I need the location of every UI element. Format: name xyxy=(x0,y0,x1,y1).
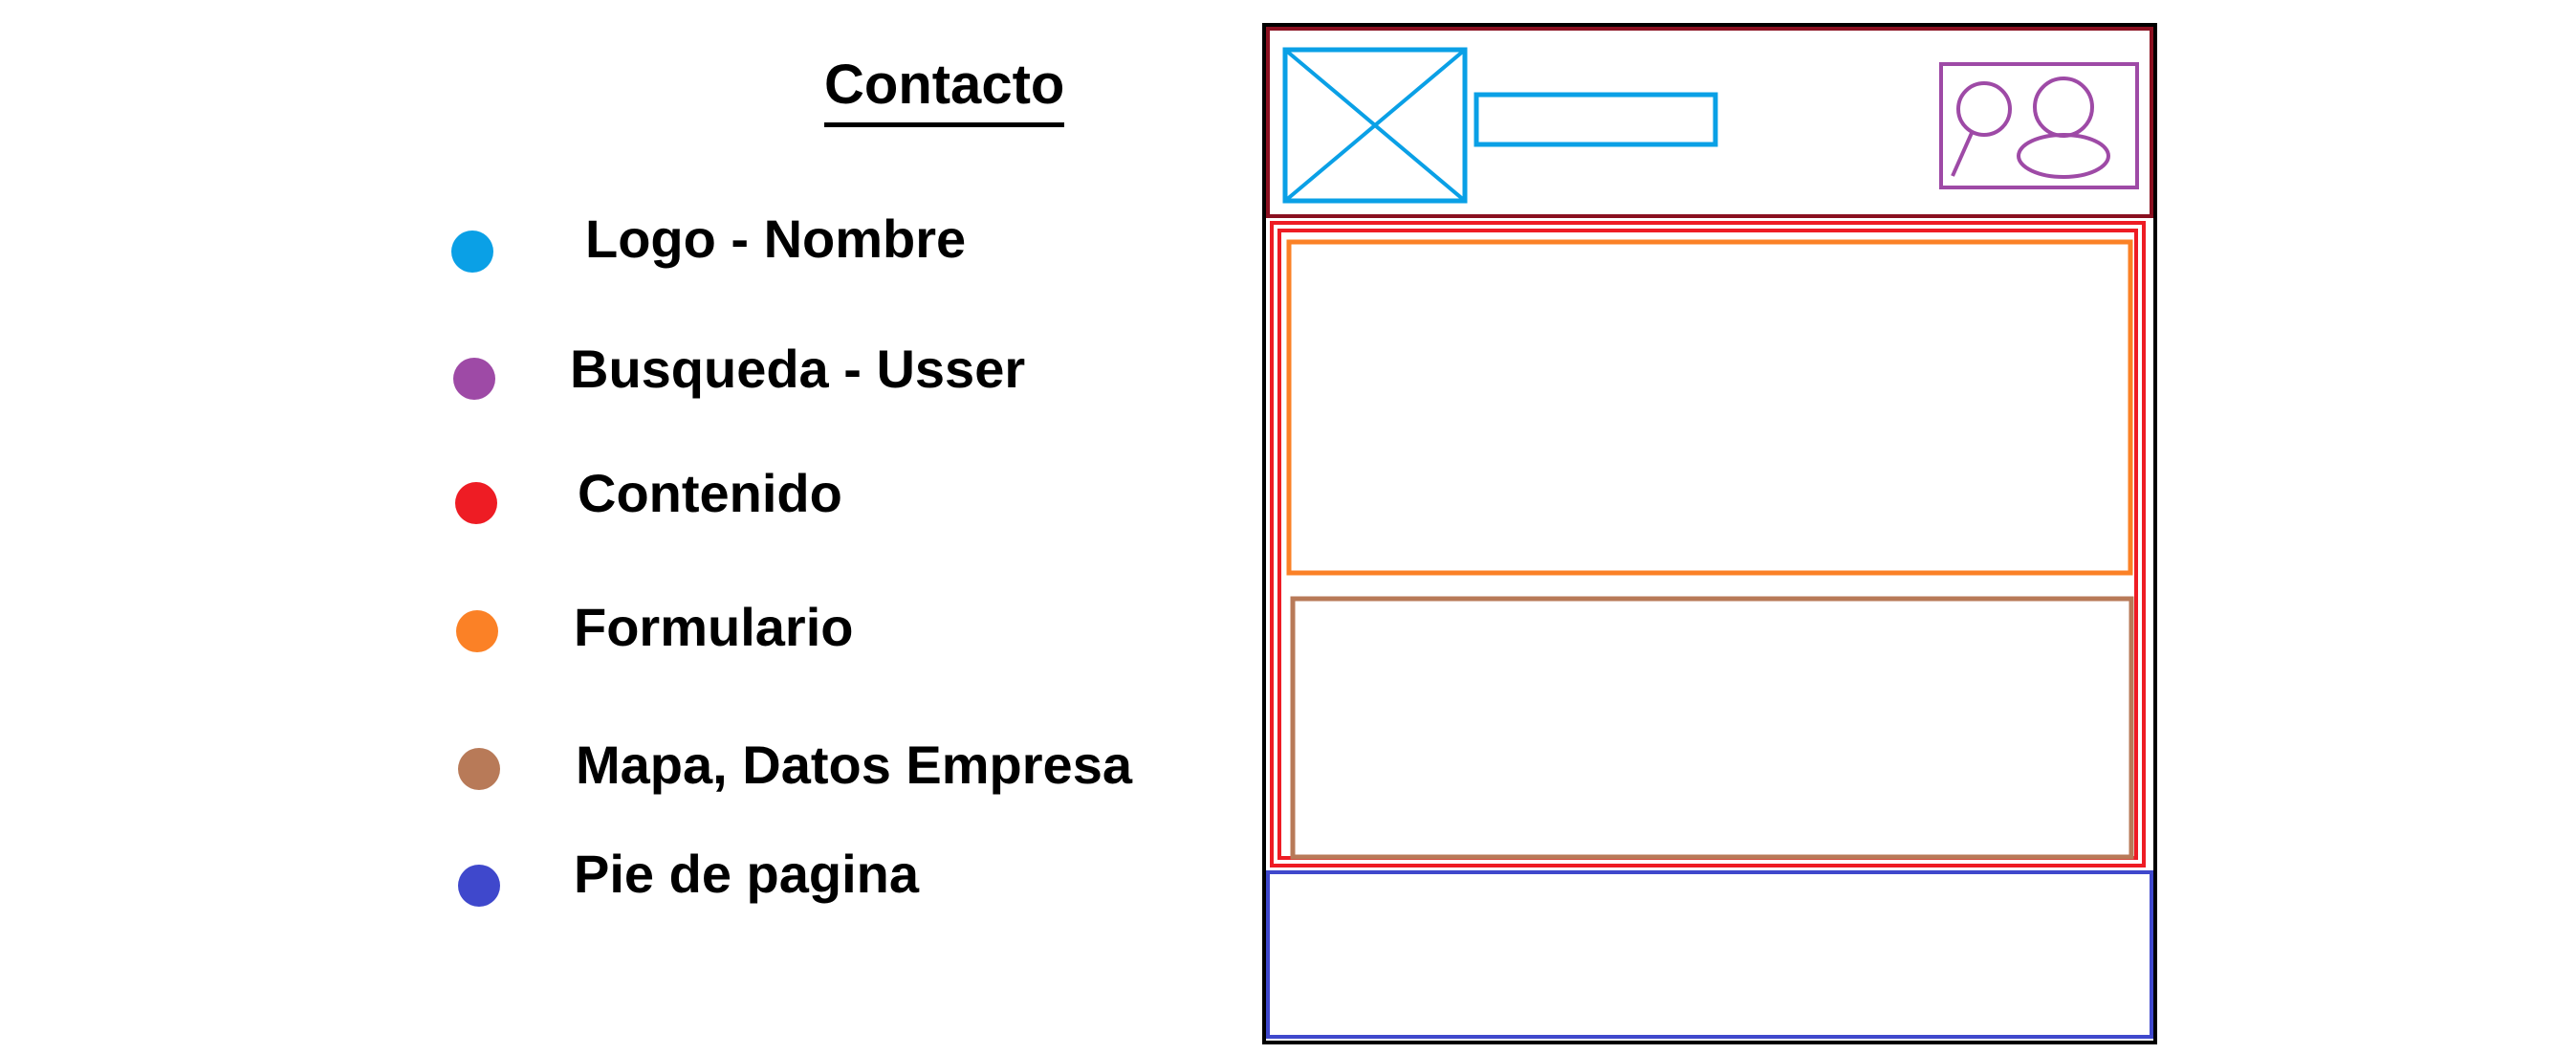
legend-label-busqueda-usser: Busqueda - Usser xyxy=(570,339,1026,399)
legend-label-formulario: Formulario xyxy=(574,597,854,657)
legend-dot-mapa-datos-empresa xyxy=(458,748,500,790)
legend-item-contenido: Contenido xyxy=(0,461,1243,538)
page-frame xyxy=(1262,23,2157,1044)
legend-item-mapa-datos-empresa: Mapa, Datos Empresa xyxy=(0,733,1243,809)
image-placeholder-icon xyxy=(1282,47,1468,204)
name-bar xyxy=(1474,92,1718,147)
map-box xyxy=(1290,596,2134,860)
search-icon xyxy=(1951,81,2012,177)
legend-dot-pie-de-pagina xyxy=(458,865,500,907)
legend-label-pie-de-pagina: Pie de pagina xyxy=(574,844,919,904)
user-icon xyxy=(2017,77,2110,179)
legend-label-contenido: Contenido xyxy=(578,463,842,523)
header-box xyxy=(1266,27,2153,218)
search-user-box xyxy=(1939,62,2139,189)
content-box-inner xyxy=(1277,229,2138,860)
content-box-outer xyxy=(1270,221,2146,867)
legend-dot-formulario xyxy=(456,610,498,652)
legend-item-pie-de-pagina: Pie de pagina xyxy=(0,842,1243,918)
footer-box xyxy=(1266,870,2153,1039)
form-box xyxy=(1286,239,2133,576)
legend-dot-logo-nombre xyxy=(451,231,493,273)
legend-dot-contenido xyxy=(455,482,497,524)
page-title: Contacto xyxy=(824,57,1065,127)
legend-label-mapa-datos-empresa: Mapa, Datos Empresa xyxy=(576,735,1132,795)
legend-label-logo-nombre: Logo - Nombre xyxy=(585,209,967,269)
legend-item-busqueda-usser: Busqueda - Usser xyxy=(0,337,1243,413)
legend-item-logo-nombre: Logo - Nombre xyxy=(0,206,1243,282)
legend-item-formulario: Formulario xyxy=(0,595,1243,671)
legend-dot-busqueda-usser xyxy=(453,358,495,400)
